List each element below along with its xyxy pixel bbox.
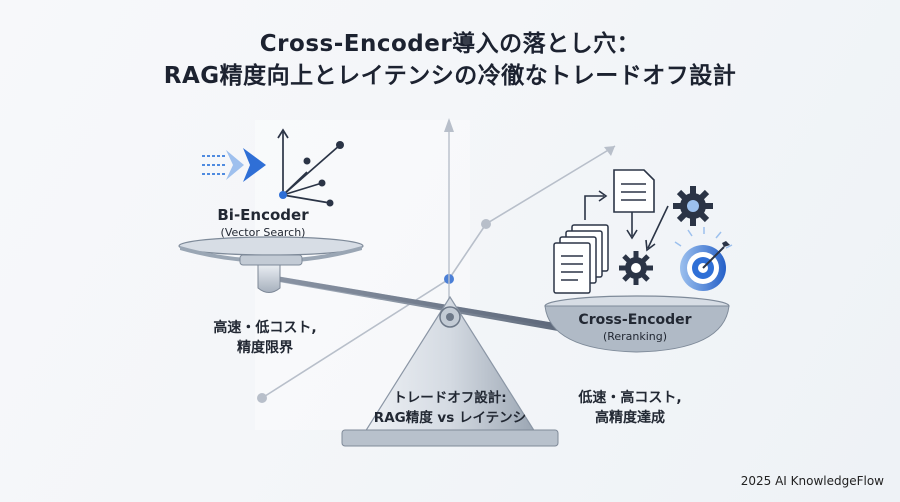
cross-encoder-description-line1: 低速・高コスト, bbox=[578, 390, 682, 406]
gear-icon bbox=[673, 186, 713, 226]
fulcrum-base bbox=[341, 429, 559, 447]
vector-graph-icon bbox=[277, 128, 341, 204]
document-icon bbox=[613, 169, 655, 213]
fulcrum-label: トレードオフ設計: RAG精度 vs レイテンシ bbox=[370, 388, 530, 428]
document-stack-icon bbox=[553, 224, 609, 294]
trend-dot bbox=[481, 219, 491, 229]
gear-icon-small bbox=[619, 251, 653, 285]
bi-encoder-subtitle: (Vector Search) bbox=[220, 226, 306, 239]
left-hanger bbox=[257, 264, 281, 293]
trend-line bbox=[261, 145, 616, 399]
bi-encoder-description-line2: 精度限界 bbox=[237, 340, 293, 356]
fulcrum-label-line1: トレードオフ設計: bbox=[393, 390, 507, 406]
arrows-icon bbox=[202, 148, 266, 182]
fulcrum-label-line2: RAG精度 vs レイテンシ bbox=[373, 410, 527, 426]
trend-arrow-head bbox=[604, 146, 615, 156]
cross-encoder-subtitle: (Reranking) bbox=[602, 330, 668, 343]
target-icon bbox=[674, 227, 733, 291]
bi-encoder-title: Bi-Encoder bbox=[217, 206, 309, 224]
trend-dot bbox=[257, 393, 267, 403]
footer-credit: 2025 AI KnowledgeFlow bbox=[740, 474, 884, 488]
cross-encoder-title: Cross-Encoder bbox=[578, 312, 692, 328]
bi-encoder-description: 高速・低コスト, 精度限界 bbox=[205, 318, 325, 358]
center-axis-head bbox=[444, 118, 454, 132]
cross-encoder-description-line2: 高精度達成 bbox=[595, 410, 665, 426]
vector-graph-points bbox=[279, 141, 344, 207]
flow-arrows bbox=[584, 190, 669, 252]
page-title-line1: Cross-Encoder導入の落とし穴： bbox=[259, 31, 641, 57]
cross-encoder-description: 低速・高コスト, 高精度達成 bbox=[565, 388, 695, 428]
left-pan bbox=[178, 236, 364, 266]
page-title-line2: RAG精度向上とレイテンシの冷徹なトレードオフ設計 bbox=[163, 63, 737, 89]
bi-encoder-description-line1: 高速・低コスト, bbox=[213, 320, 317, 336]
right-pan bbox=[544, 295, 730, 353]
